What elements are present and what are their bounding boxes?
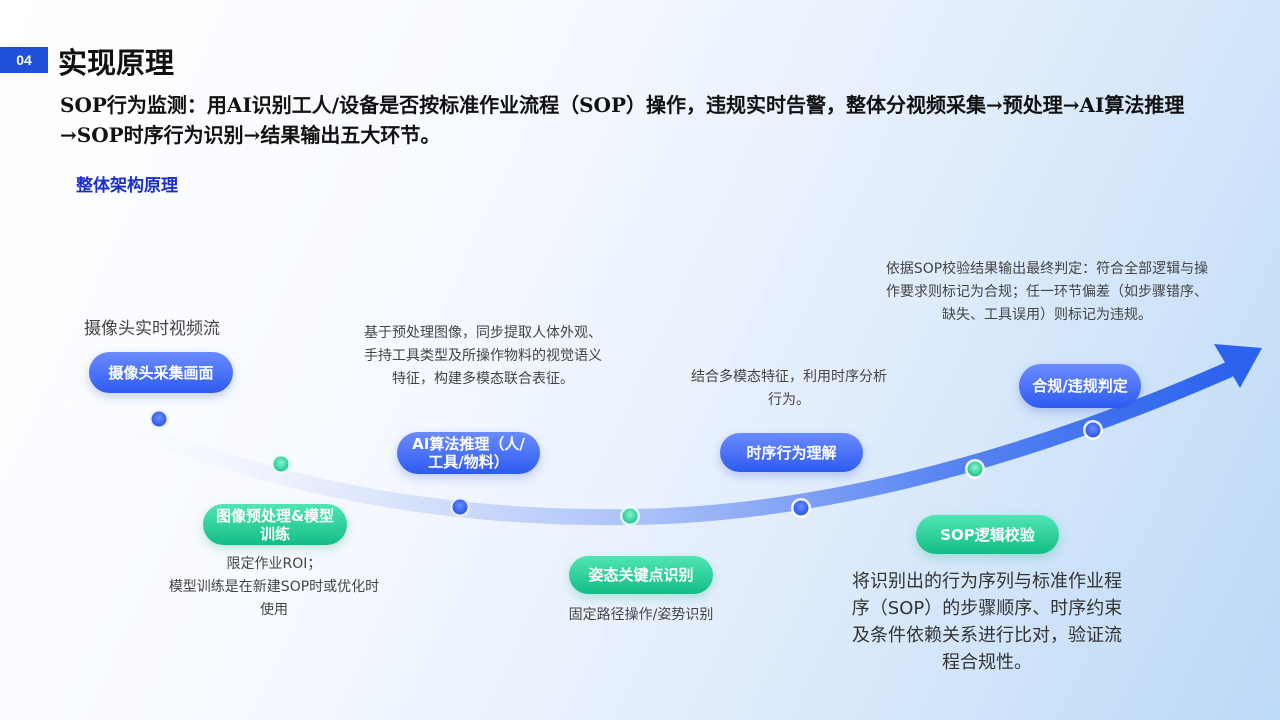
node-dot-5 (791, 498, 811, 518)
page-title: 实现原理 (58, 46, 175, 80)
step-2-desc: 限定作业ROI； 模型训练是在新建SOP时或优化时使用 (168, 556, 380, 618)
arrowhead-icon (1214, 344, 1262, 388)
step-6-desc: 将识别出的行为序列与标准作业程序（SOP）的步骤顺序、时序约束及条件依赖关系进行… (851, 571, 1123, 673)
step-7-desc: 依据SOP校验结果输出最终判定：符合全部逻辑与操作要求则标记为合规；任一环节偏差… (885, 261, 1209, 323)
step-4-pill: 姿态关键点识别 (569, 556, 713, 594)
node-dot-2 (271, 454, 291, 474)
node-dot-4 (620, 506, 640, 526)
node-dot-6 (965, 459, 985, 479)
step-3-desc: 基于预处理图像，同步提取人体外观、手持工具类型及所操作物料的视觉语义特征，构建多… (364, 325, 602, 387)
step-1-desc: 摄像头实时视频流 (84, 319, 220, 339)
step-3-pill: AI算法推理（人/工具/物料） (397, 432, 540, 474)
intro-paragraph: SOP行为监测：用AI识别工人/设备是否按标准作业流程（SOP）操作，违规实时告… (60, 93, 1185, 147)
step-1-pill: 摄像头采集画面 (89, 352, 233, 393)
node-dot-1 (149, 409, 169, 429)
step-5-desc: 结合多模态特征，利用时序分析行为。 (691, 369, 887, 408)
step-7-pill: 合规/违规判定 (1019, 364, 1141, 408)
section-number-badge: 04 (0, 47, 48, 73)
node-dot-3 (450, 497, 470, 517)
node-dot-7 (1083, 420, 1103, 440)
step-4-desc: 固定路径操作/姿势识别 (568, 607, 714, 623)
step-2-pill: 图像预处理&模型训练 (203, 504, 347, 545)
step-5-pill: 时序行为理解 (720, 433, 863, 472)
step-6-pill: SOP逻辑校验 (916, 515, 1059, 554)
subtitle: 整体架构原理 (76, 176, 178, 196)
